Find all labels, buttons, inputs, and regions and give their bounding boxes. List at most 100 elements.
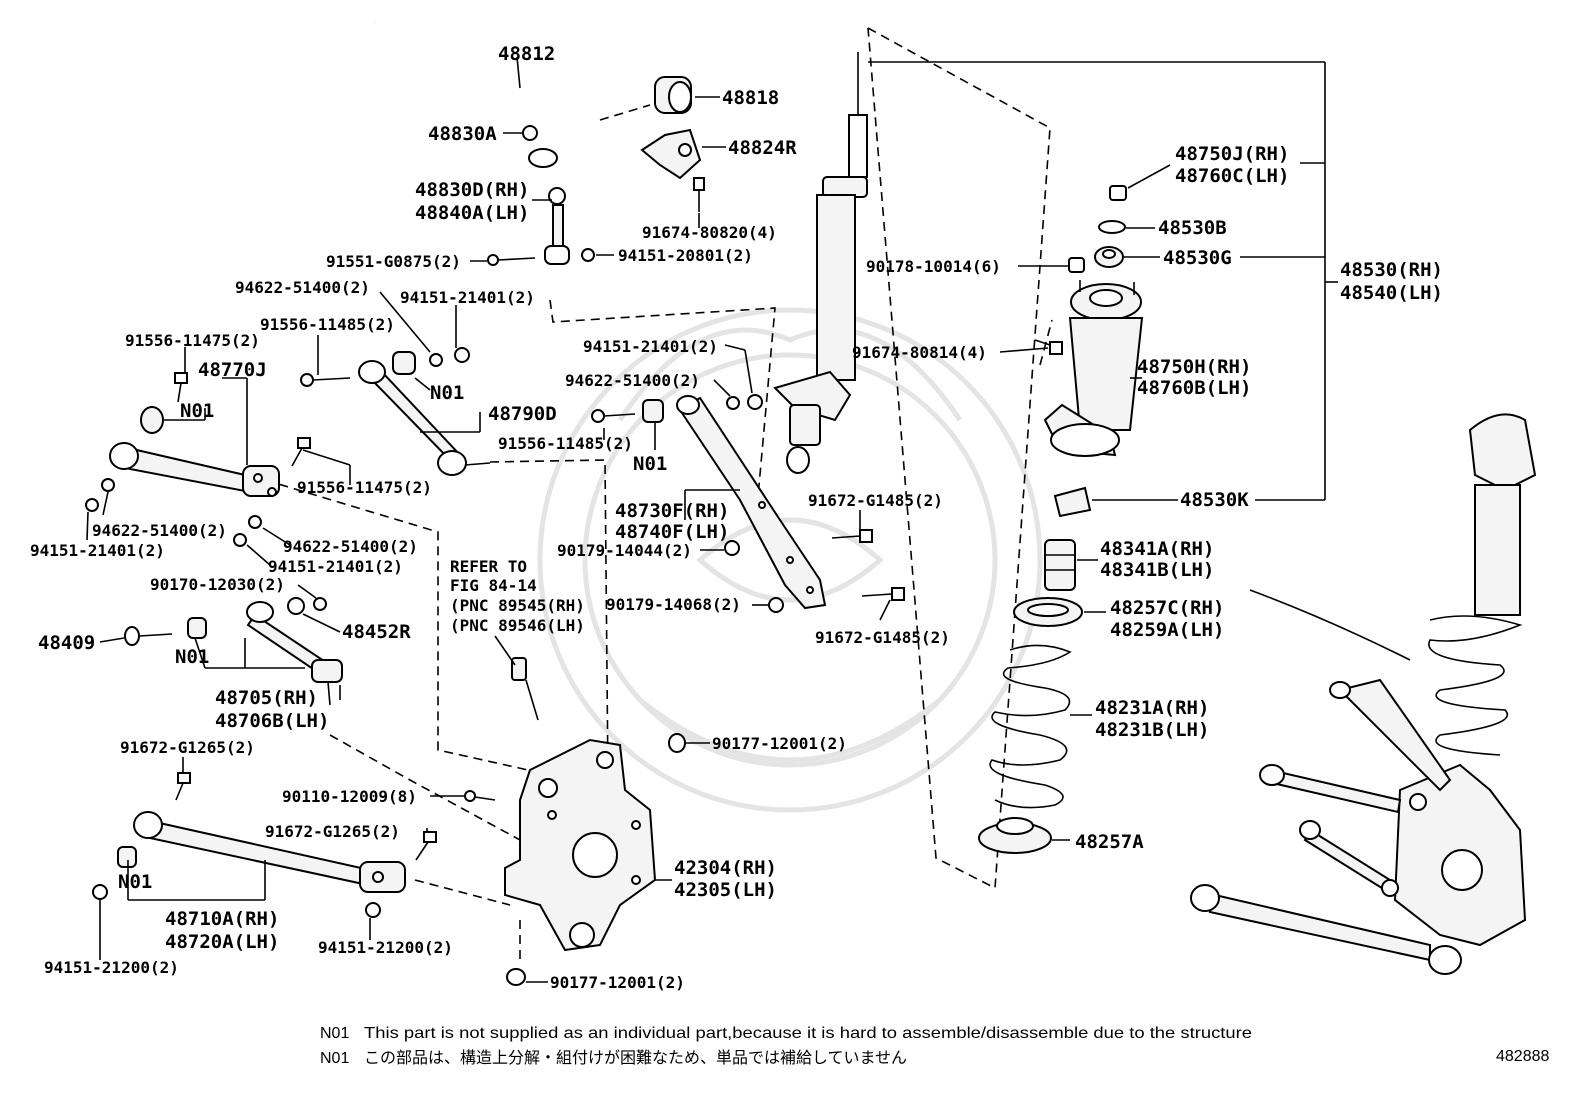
nut-90178[interactable] [1068, 257, 1085, 273]
link-bolt-91551[interactable] [487, 254, 536, 266]
label-90177-b[interactable]: 90177-12001(2) [550, 973, 685, 992]
bracket-bolt[interactable] [693, 177, 705, 212]
label-48790d[interactable]: 48790D [488, 403, 557, 425]
label-91672-g1265-a[interactable]: 91672-G1265(2) [120, 738, 255, 757]
lower-arm-48730f-bushing[interactable] [642, 399, 664, 423]
upper-arm-bushing[interactable] [392, 351, 416, 375]
label-91672-g1485-b[interactable]: 91672-G1485(2) [815, 628, 950, 647]
label-48409[interactable]: 48409 [38, 632, 95, 654]
label-48231a[interactable]: 48231A(RH) [1095, 697, 1209, 719]
label-94151-d[interactable]: 94151-21401(2) [583, 337, 718, 356]
washer-94622-a[interactable] [429, 353, 443, 367]
label-94151-21200-a[interactable]: 94151-21200(2) [44, 958, 179, 977]
label-n01-d[interactable]: N01 [118, 871, 152, 893]
label-n01-e[interactable]: N01 [633, 453, 667, 475]
toe-arm-48705[interactable] [246, 601, 343, 706]
label-48812[interactable]: 48812 [498, 43, 555, 65]
label-94151-a[interactable]: 94151-21401(2) [400, 288, 535, 307]
stabilizer-bushing[interactable] [654, 76, 692, 114]
label-94622-a[interactable]: 94622-51400(2) [235, 278, 370, 297]
label-refer-3[interactable]: (PNC 89545(RH) [450, 596, 585, 615]
label-91556-11485-a[interactable]: 91556-11485(2) [260, 315, 395, 334]
label-48720a[interactable]: 48720A(LH) [165, 931, 279, 953]
bushing-48452r[interactable] [287, 597, 305, 615]
upper-arm-48790d[interactable] [358, 360, 491, 476]
label-91556-11485-b[interactable]: 91556-11485(2) [498, 434, 633, 453]
label-48750j[interactable]: 48750J(RH) [1175, 143, 1289, 165]
label-48341b[interactable]: 48341B(LH) [1100, 559, 1214, 581]
label-48760b[interactable]: 48760B(LH) [1137, 377, 1251, 399]
washer-48530b[interactable] [1098, 220, 1126, 234]
upper-support-48750h[interactable] [1043, 280, 1144, 457]
bump-stop-48341a[interactable] [1044, 539, 1076, 591]
coil-spring[interactable] [989, 644, 1072, 809]
stabilizer-link[interactable] [544, 187, 570, 265]
lower-arm-48710a[interactable] [133, 811, 406, 893]
label-91556-11475-a[interactable]: 91556-11475(2) [125, 331, 260, 350]
label-94622-b[interactable]: 94622-51400(2) [92, 521, 227, 540]
bolt-90110[interactable] [464, 790, 496, 802]
bolt-91556-11475-b[interactable] [291, 437, 311, 467]
label-48257c[interactable]: 48257C(RH) [1110, 597, 1224, 619]
bolt-91674-80814[interactable] [1034, 339, 1063, 355]
bolt-91556-11485-a[interactable] [300, 373, 351, 387]
label-90179-14068[interactable]: 90179-14068(2) [606, 595, 741, 614]
label-48705[interactable]: 48705(RH) [215, 687, 318, 709]
lower-arm-bushing[interactable] [117, 846, 137, 868]
bolt-91556-11485-b[interactable] [591, 409, 636, 423]
lower-insulator-48257a[interactable] [978, 817, 1052, 854]
label-94151-21200-b[interactable]: 94151-21200(2) [318, 938, 453, 957]
label-91672-g1265-b[interactable]: 91672-G1265(2) [265, 822, 400, 841]
label-91674-80820[interactable]: 91674-80820(4) [642, 223, 777, 242]
label-90178[interactable]: 90178-10014(6) [866, 257, 1001, 276]
label-48770j[interactable]: 48770J [198, 359, 267, 381]
nut-90179-14068[interactable] [768, 597, 784, 613]
label-48706b[interactable]: 48706B(LH) [215, 710, 329, 732]
label-94151-20801[interactable]: 94151-20801(2) [618, 246, 753, 265]
spring-seat-48257c[interactable] [1013, 597, 1083, 627]
label-94622-d[interactable]: 94622-51400(2) [565, 371, 700, 390]
label-48740f[interactable]: 48740F(LH) [615, 521, 729, 543]
stabilizer-bar[interactable] [374, 19, 601, 168]
label-48530[interactable]: 48530(RH) [1340, 259, 1443, 281]
label-90179-14044[interactable]: 90179-14044(2) [557, 541, 692, 560]
label-48257a[interactable]: 48257A [1075, 831, 1144, 853]
abs-sensor[interactable] [511, 657, 539, 721]
label-42305[interactable]: 42305(LH) [674, 879, 777, 901]
label-48840a[interactable]: 48840A(LH) [415, 202, 529, 224]
nut-94151-21200-b[interactable] [365, 902, 381, 918]
label-48830d[interactable]: 48830D(RH) [415, 179, 529, 201]
label-n01-b[interactable]: N01 [430, 382, 464, 404]
label-90170[interactable]: 90170-12030(2) [150, 575, 285, 594]
label-91551[interactable]: 91551-G0875(2) [326, 252, 461, 271]
nut-90170[interactable] [313, 597, 327, 611]
bolt-91672-g1265-b[interactable] [415, 831, 437, 861]
link-nut-94151[interactable] [581, 248, 595, 262]
label-94151-b[interactable]: 94151-21401(2) [30, 541, 165, 560]
label-91556-11475-b[interactable]: 91556-11475(2) [297, 478, 432, 497]
label-90177-a[interactable]: 90177-12001(2) [712, 734, 847, 753]
label-refer-2[interactable]: FIG 84-14 [450, 576, 537, 595]
label-48540[interactable]: 48540(LH) [1340, 282, 1443, 304]
upper-mount-nut-48750j[interactable] [1109, 185, 1127, 201]
label-94151-c[interactable]: 94151-21401(2) [268, 557, 403, 576]
bolt-91672-g1485-b[interactable] [861, 587, 905, 601]
label-refer-4[interactable]: (PNC 89546(LH) [450, 616, 585, 635]
bolt-48409[interactable] [124, 626, 173, 646]
label-48259a[interactable]: 48259A(LH) [1110, 619, 1224, 641]
nut-94151-c[interactable] [233, 533, 247, 547]
label-48830a[interactable]: 48830A [428, 123, 497, 145]
insulator-48530g[interactable] [1094, 246, 1124, 268]
bolt-91556-11475-a[interactable] [174, 372, 188, 403]
arm-bushing-48770j[interactable] [140, 406, 164, 434]
label-48341a[interactable]: 48341A(RH) [1100, 538, 1214, 560]
label-refer-1[interactable]: REFER TO [450, 557, 527, 576]
arm-48770j[interactable] [109, 442, 280, 497]
label-48530k[interactable]: 48530K [1180, 489, 1249, 511]
label-48530b[interactable]: 48530B [1158, 217, 1227, 239]
nut-94151-a[interactable] [454, 347, 470, 363]
label-n01-c[interactable]: N01 [175, 646, 209, 668]
label-48760c[interactable]: 48760C(LH) [1175, 165, 1289, 187]
washer-94622-b[interactable] [101, 478, 115, 492]
label-n01-a[interactable]: N01 [180, 400, 214, 422]
